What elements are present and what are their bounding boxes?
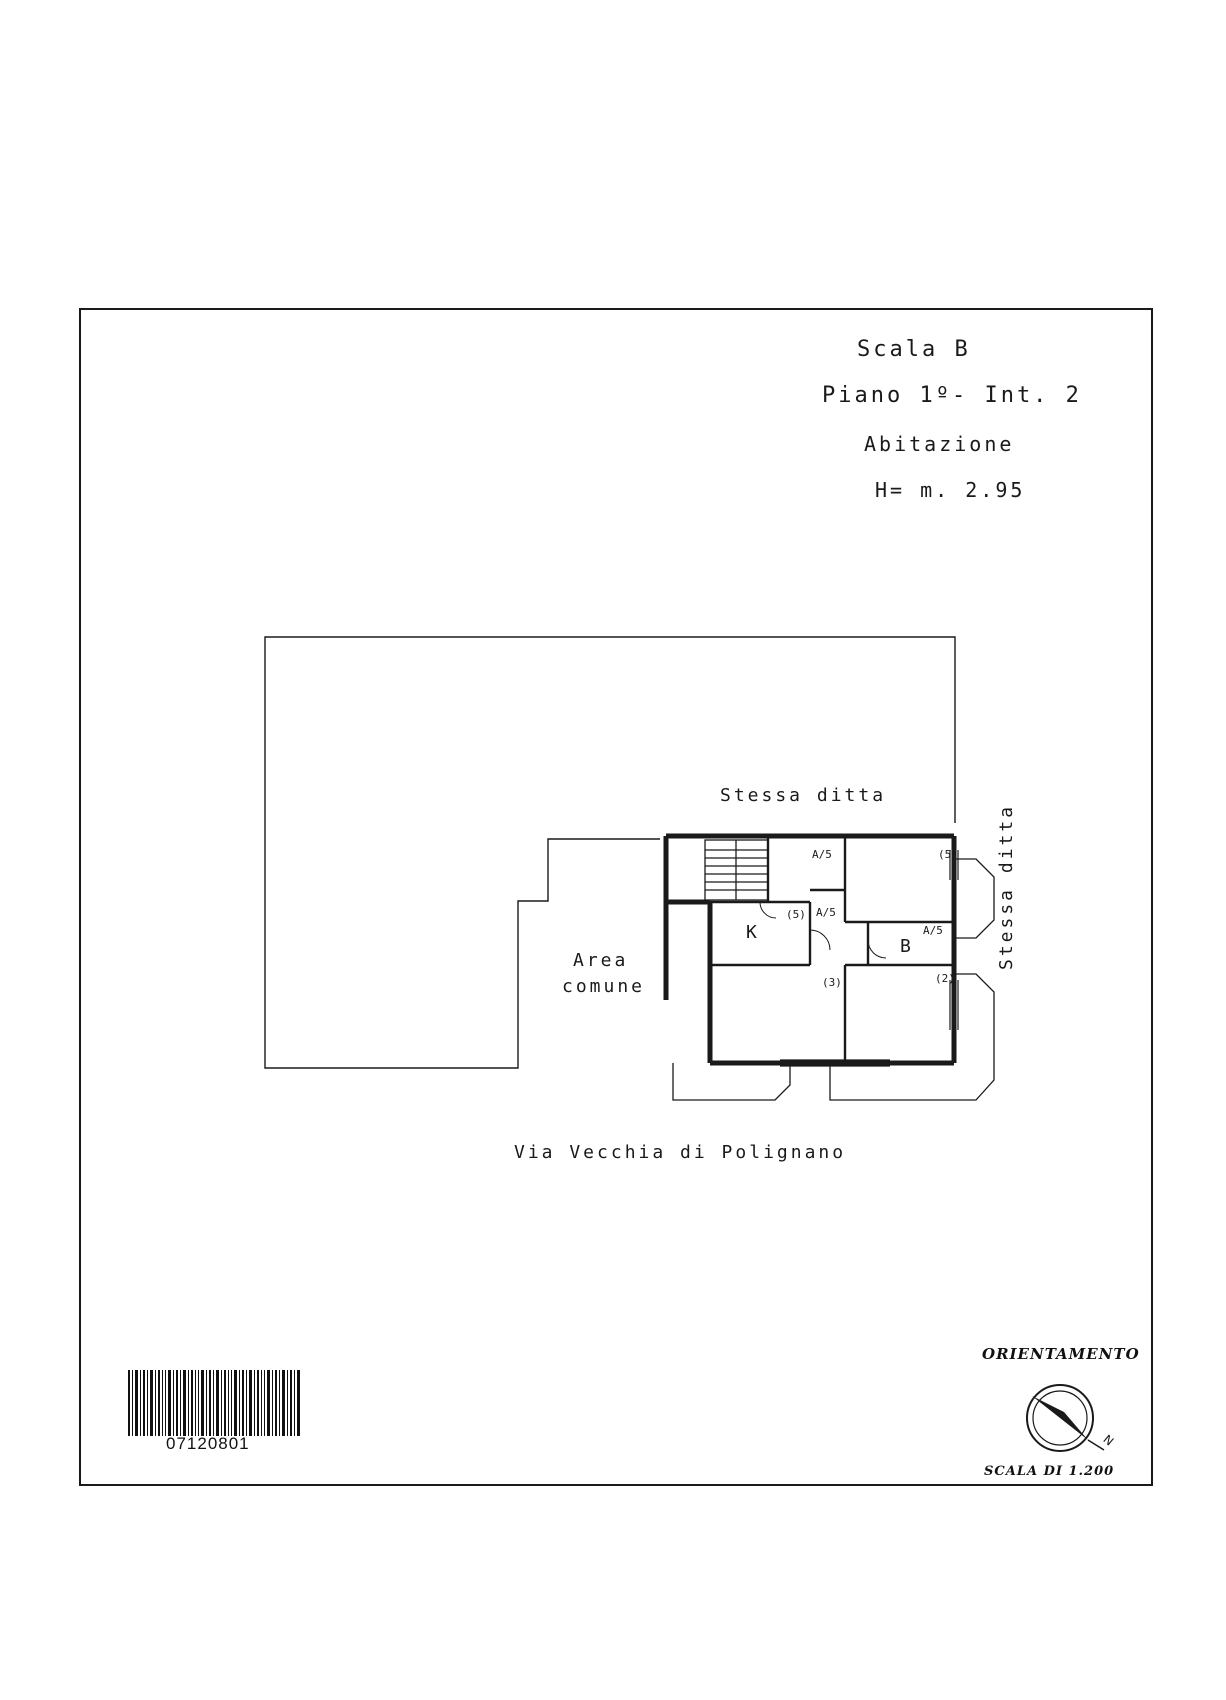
north-mark: N <box>1100 1432 1116 1448</box>
scale-label: SCALA DI 1.200 <box>984 1464 1115 1479</box>
neighbor-label-top: Stessa ditta <box>720 785 887 806</box>
interior-walls <box>710 836 954 1063</box>
room-mark-a5-3: A/5 <box>923 924 943 937</box>
balconies <box>672 858 995 1101</box>
room-mark-2: (5) <box>786 908 806 921</box>
neighbor-label-right: Stessa ditta <box>996 803 1017 970</box>
street-label: Via Vecchia di Polignano <box>514 1142 847 1163</box>
title-use: Abitazione <box>864 432 1015 456</box>
compass-icon: N <box>1026 1384 1116 1452</box>
area-comune-line1: Area <box>573 950 629 971</box>
room-mark-1: (5) <box>938 848 958 861</box>
title-piano: Piano 1º- Int. 2 <box>822 383 1082 408</box>
room-mark-4: (2) <box>935 972 955 985</box>
barcode-number: 07120801 <box>166 1434 250 1453</box>
lot-boundary <box>264 636 956 1069</box>
room-mark-a5-2: A/5 <box>816 906 836 919</box>
title-scala: Scala B <box>857 337 971 362</box>
room-mark-3: (3) <box>822 976 842 989</box>
orientation-title: ORIENTAMENTO <box>982 1345 1140 1363</box>
door-swings <box>759 901 887 959</box>
bath-label: B <box>900 936 914 957</box>
barcode <box>128 1370 300 1436</box>
kitchen-label: K <box>746 922 760 943</box>
building-walls <box>663 833 957 1066</box>
room-mark-a5-1: A/5 <box>812 848 832 861</box>
title-height: H= m. 2.95 <box>875 478 1026 502</box>
staircase <box>704 839 769 901</box>
area-comune-line2: comune <box>562 976 646 997</box>
drawing-frame <box>79 308 1153 1486</box>
windows <box>780 850 959 1067</box>
